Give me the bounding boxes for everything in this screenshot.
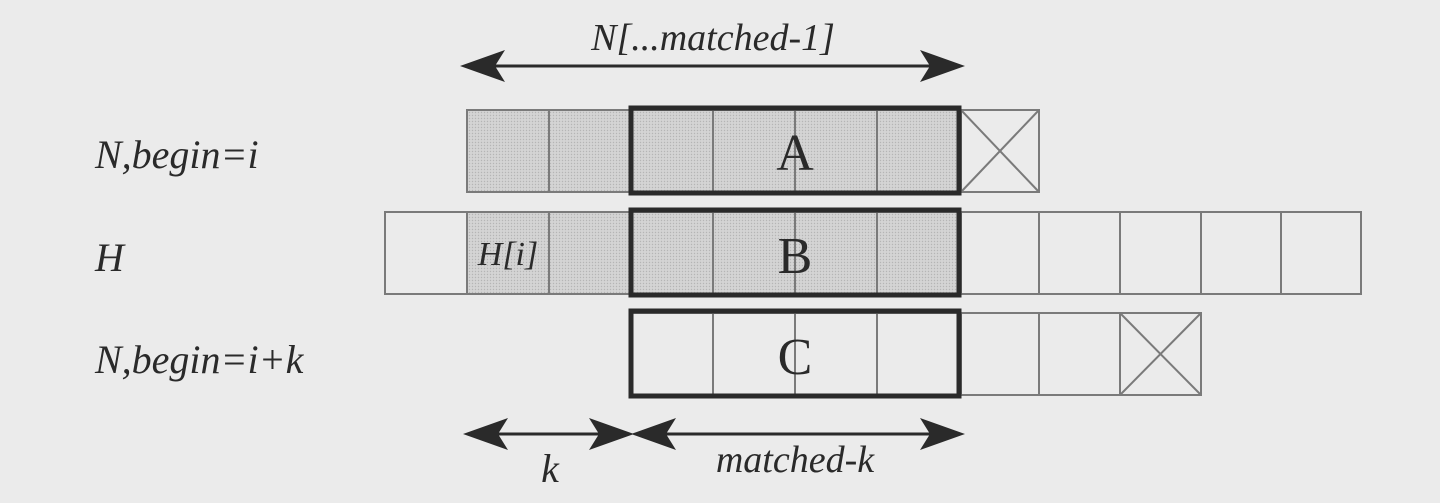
cell	[1038, 211, 1121, 295]
cell	[548, 211, 632, 295]
matched-k-span-arrow	[631, 418, 965, 450]
cell-h-i	[466, 211, 550, 295]
box-a	[628, 105, 962, 196]
mismatch-cell	[1119, 312, 1202, 396]
box-c	[628, 308, 962, 399]
cell	[630, 211, 714, 295]
row-n-begin-i-plus-k: C	[628, 308, 1202, 399]
row-label-n-begin-i: N,begin=i	[94, 132, 259, 177]
box-b	[628, 207, 962, 298]
box-c-label: C	[778, 329, 813, 386]
cell	[876, 109, 960, 193]
row-label-n-begin-i-plus-k: N,begin=i+k	[94, 337, 305, 382]
cell	[384, 211, 468, 295]
row-n-begin-i: A	[466, 105, 1040, 196]
mismatch-cell	[960, 109, 1040, 193]
cell	[876, 211, 960, 295]
cell	[630, 312, 714, 396]
top-span-arrow	[460, 50, 965, 82]
cell	[466, 109, 550, 193]
row-h: H[i] B	[384, 207, 1362, 298]
cell	[960, 312, 1040, 396]
cell	[1038, 312, 1121, 396]
box-b-label: B	[778, 228, 813, 285]
cell	[1119, 211, 1202, 295]
matched-k-span-label: matched-k	[716, 439, 875, 481]
cell-h-i-label: H[i]	[477, 236, 538, 273]
cell	[630, 109, 714, 193]
row-label-h: H	[94, 235, 126, 280]
top-span-label: N[...matched-1]	[590, 17, 835, 59]
cell	[1200, 211, 1282, 295]
cell	[876, 312, 960, 396]
k-span-arrow	[463, 418, 634, 450]
cell	[548, 109, 632, 193]
cell	[712, 109, 796, 193]
cell	[1280, 211, 1362, 295]
cell	[960, 211, 1040, 295]
k-span-label: k	[541, 446, 560, 491]
box-a-label: A	[776, 125, 814, 182]
